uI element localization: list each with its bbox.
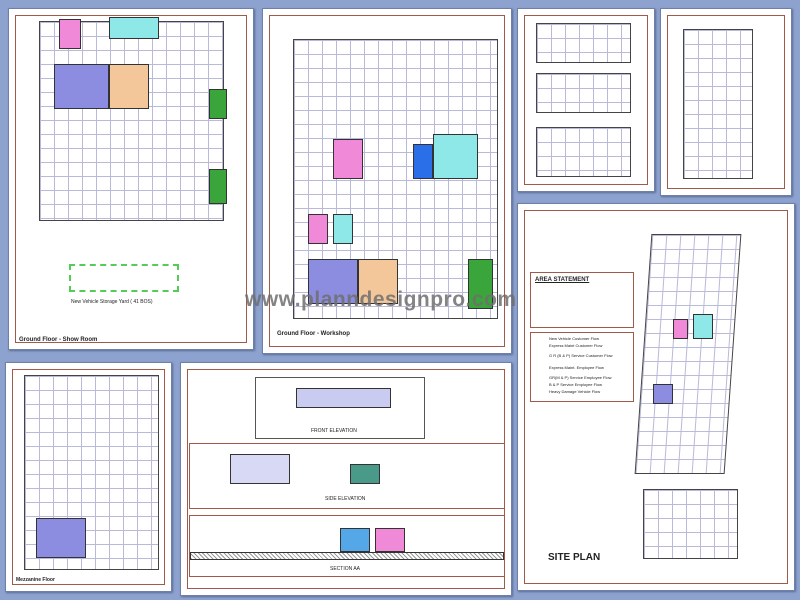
sheet-detail-1	[517, 8, 655, 192]
sheet-mezzanine-plan: Mezzanine Floor	[5, 362, 172, 592]
side-elevation: SIDE ELEVATION	[189, 443, 505, 509]
room	[209, 169, 227, 204]
sheet-detail-2	[660, 8, 792, 196]
legend-item: Express Maint Customer Flow	[549, 343, 603, 348]
sheet-caption: Mezzanine Floor	[16, 577, 55, 583]
sheet-border	[524, 210, 788, 584]
sheet-showroom-plan: New Vehicle Storage Yard ( 41 BOS) Groun…	[8, 8, 254, 350]
room	[59, 19, 81, 49]
floor-plan	[683, 29, 753, 179]
sheet-border	[524, 15, 648, 185]
legend-item: GR(M & P) Service Employee Flow	[549, 375, 612, 380]
legend-item: Heavy Damage Vehicle Flow	[549, 389, 601, 394]
legend-item: G R (B & P) Service Customer Flow	[549, 353, 613, 358]
yard-note: New Vehicle Storage Yard ( 41 BOS)	[71, 299, 153, 305]
legend-item: Express Maint. Employee Flow	[549, 365, 604, 370]
room	[109, 64, 149, 109]
sheet-border	[667, 15, 785, 189]
room	[333, 139, 363, 179]
room	[209, 89, 227, 119]
sheet-site-plan: AREA STATEMENT New Vehicle Customer Flow…	[517, 203, 795, 591]
area-statement: AREA STATEMENT	[530, 272, 634, 328]
floor-plan	[536, 73, 631, 113]
room	[653, 384, 673, 404]
sheet-border	[15, 15, 247, 343]
front-elevation: FRONT ELEVATION	[255, 377, 425, 439]
legend-item: New Vehicle Customer Flow	[549, 336, 600, 341]
room	[109, 17, 159, 39]
room	[673, 319, 688, 339]
room	[308, 214, 328, 244]
sheet-workshop-plan: Ground Floor - Workshop	[262, 8, 512, 354]
watermark: www.planndesignpro.com	[245, 288, 517, 311]
sheet-caption: SITE PLAN	[548, 552, 601, 563]
parking-block	[69, 264, 179, 292]
floor-plan	[536, 127, 631, 177]
sheet-border	[12, 369, 165, 585]
floor-plan	[39, 21, 224, 221]
sheet-border	[269, 15, 505, 347]
side-elevation-label: SIDE ELEVATION	[325, 496, 366, 502]
section-aa: SECTION AA	[189, 515, 505, 577]
legend-item: B & P Service Employee Flow	[549, 382, 603, 387]
room	[54, 64, 109, 109]
room	[468, 259, 493, 309]
room	[358, 259, 398, 304]
front-elevation-label: FRONT ELEVATION	[311, 428, 357, 434]
parking-layout	[643, 489, 738, 559]
room	[308, 259, 358, 304]
sheet-elevations: FRONT ELEVATION SIDE ELEVATION SECTION A…	[180, 362, 512, 596]
sheet-caption: Ground Floor - Workshop	[277, 331, 350, 337]
flow-legend: New Vehicle Customer Flow Express Maint …	[530, 332, 634, 402]
site-layout	[634, 234, 742, 474]
room	[433, 134, 478, 179]
room	[36, 518, 86, 558]
room	[693, 314, 713, 339]
sheet-caption: Ground Floor - Show Room	[19, 337, 98, 343]
area-statement-title: AREA STATEMENT	[535, 277, 590, 283]
room	[413, 144, 433, 179]
floor-plan	[536, 23, 631, 63]
room	[333, 214, 353, 244]
section-label: SECTION AA	[330, 566, 361, 572]
